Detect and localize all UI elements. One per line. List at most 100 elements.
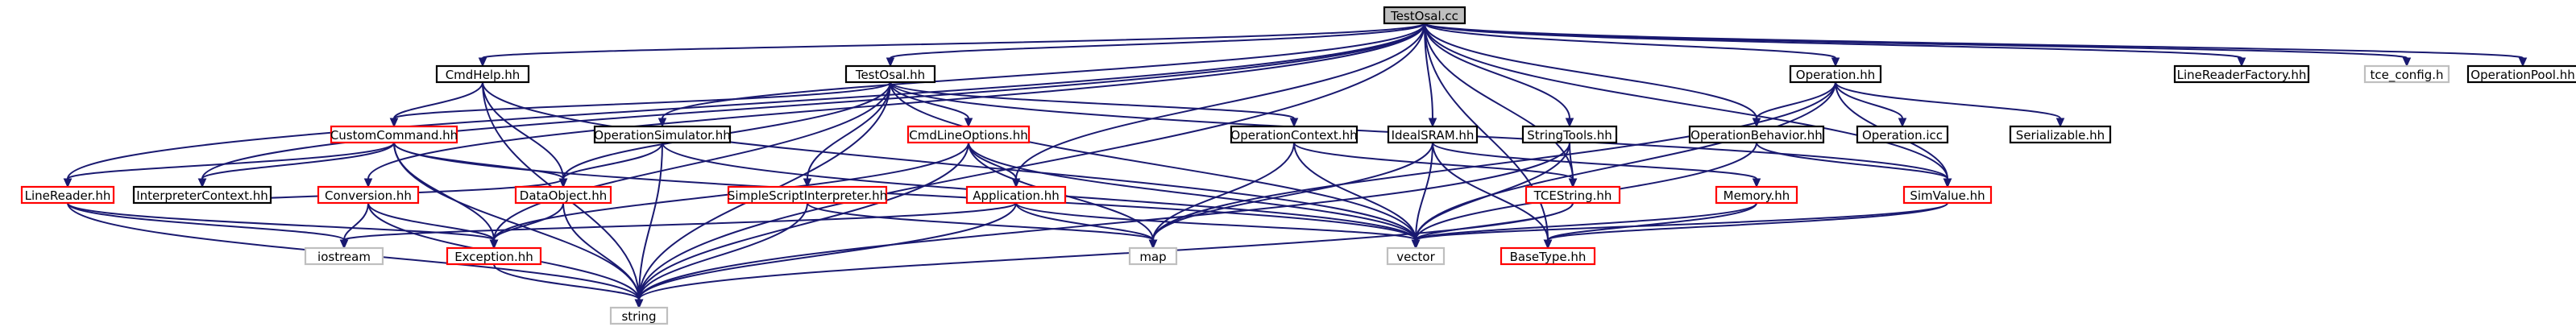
edge-simvalue-hh-to-vector: [1411, 202, 1948, 250]
node-box: [2363, 64, 2450, 84]
node-simvalue-hh[interactable]: SimValue.hh: [1902, 185, 1993, 205]
edge-idealsram-hh-to-memory-hh: [1432, 142, 1761, 188]
edge-testosal-cc-to-operation-hh: [1424, 23, 1840, 68]
node-label: CustomCommand.hh: [330, 128, 458, 143]
edge-testosal-cc-to-application-hh: [1011, 23, 1425, 188]
node-application-hh[interactable]: Application.hh: [965, 185, 1067, 205]
edge-testosal-cc-to-operationpool-hh: [1424, 23, 2528, 68]
node-dataobject-hh[interactable]: DataObject.hh: [514, 185, 612, 205]
node-basetype-hh[interactable]: BaseType.hh: [1500, 246, 1596, 266]
node-box: [1383, 6, 1466, 25]
node-cmdhelp-hh[interactable]: CmdHelp.hh: [435, 64, 530, 84]
node-box: [1386, 246, 1446, 266]
node-label: Serializable.hh: [2016, 128, 2105, 143]
node-box: [2466, 64, 2576, 84]
node-label: OperationContext.hh: [1230, 128, 1357, 143]
edge-memory-hh-to-vector: [1411, 202, 1757, 250]
node-label: Conversion.hh: [325, 188, 412, 203]
node-label: OperationBehavior.hh: [1690, 128, 1823, 143]
node-label: Exception.hh: [454, 250, 533, 264]
node-label: DataObject.hh: [520, 188, 607, 203]
node-box: [1230, 125, 1359, 144]
node-operation-hh[interactable]: Operation.hh: [1789, 64, 1882, 84]
edge-application-hh-to-iostream: [339, 202, 1017, 250]
edge-cmdhelp-hh-to-customcommand-hh: [389, 81, 483, 128]
node-vector: vector: [1386, 246, 1446, 266]
edge-simvalue-hh-to-basetype-hh: [1543, 202, 1948, 250]
node-conversion-hh[interactable]: Conversion.hh: [317, 185, 420, 205]
edge-testosal-cc-to-operationsimulator-hh: [657, 23, 1425, 128]
edge-testosal-hh-to-cmdlineoptions-hh: [890, 81, 973, 128]
node-interpretercontext-hh[interactable]: InterpreterContext.hh: [132, 185, 272, 205]
node-linereader-hh[interactable]: LineReader.hh: [20, 185, 115, 205]
node-label: Memory.hh: [1724, 188, 1790, 203]
node-label: OperationPool.hh: [2470, 68, 2574, 82]
node-label: LineReaderFactory.hh: [2177, 68, 2307, 82]
node-box: [446, 246, 542, 266]
node-box: [844, 64, 936, 84]
edge-operationbehavior-hh-to-simvalue-hh: [1756, 142, 1952, 188]
node-label: Application.hh: [973, 188, 1060, 203]
node-box: [593, 125, 732, 144]
node-box: [2173, 64, 2310, 84]
node-label: Operation.hh: [1796, 68, 1875, 82]
edge-application-hh-to-map: [1015, 202, 1158, 250]
node-label: IdealSRAM.hh: [1392, 128, 1475, 143]
node-box: [330, 125, 458, 144]
node-label: Operation.icc: [1862, 128, 1943, 143]
node-cmdlineoptions-hh[interactable]: CmdLineOptions.hh: [906, 125, 1031, 144]
node-box: [1387, 125, 1479, 144]
node-label: CmdLineOptions.hh: [909, 128, 1028, 143]
edge-testosal-cc-to-cmdhelp-hh: [478, 23, 1425, 68]
node-operationbehavior-hh[interactable]: OperationBehavior.hh: [1688, 125, 1825, 144]
edge-cmdlineoptions-hh-to-application-hh: [968, 142, 1021, 188]
edge-testosal-cc-to-conversion-hh: [363, 23, 1425, 188]
edge-testosal-cc-to-stringtools-hh: [1424, 23, 1574, 128]
node-box: [514, 185, 612, 205]
node-operationcontext-hh[interactable]: OperationContext.hh: [1230, 125, 1359, 144]
edge-testosal-hh-to-simplescriptinterpreter-hh: [803, 81, 891, 188]
node-label: SimpleScriptInterpreter.hh: [728, 188, 887, 203]
node-box: [304, 246, 384, 266]
node-label: LineReader.hh: [25, 188, 111, 203]
node-box: [1128, 246, 1178, 266]
node-simplescriptinterpreter-hh[interactable]: SimpleScriptInterpreter.hh: [728, 185, 887, 205]
node-map: map: [1128, 246, 1178, 266]
node-tcestring-hh[interactable]: TCEString.hh: [1524, 185, 1621, 205]
node-customcommand-hh[interactable]: CustomCommand.hh: [330, 125, 458, 144]
edge-operation-hh-to-serializable-hh: [1835, 81, 2065, 128]
node-idealsram-hh[interactable]: IdealSRAM.hh: [1387, 125, 1479, 144]
node-box: [2009, 125, 2112, 144]
node-exception-hh[interactable]: Exception.hh: [446, 246, 542, 266]
node-operation-icc[interactable]: Operation.icc: [1856, 125, 1949, 144]
edge-operation-hh-to-operation-icc: [1835, 81, 1907, 128]
edge-testosal-cc-to-testosal-hh: [886, 23, 1425, 68]
node-tce-config-h: tce_config.h: [2363, 64, 2450, 84]
node-label: SimValue.hh: [1910, 188, 1985, 203]
node-box: [1715, 185, 1798, 205]
node-stringtools-hh[interactable]: StringTools.hh: [1521, 125, 1618, 144]
node-operationpool-hh[interactable]: OperationPool.hh: [2466, 64, 2576, 84]
node-label: OperationSimulator.hh: [594, 128, 730, 143]
node-linereaderfactory-hh[interactable]: LineReaderFactory.hh: [2173, 64, 2310, 84]
node-testosal-cc[interactable]: TestOsal.cc: [1383, 6, 1466, 25]
node-operationsimulator-hh[interactable]: OperationSimulator.hh: [593, 125, 732, 144]
edge-operation-hh-to-operationbehavior-hh: [1752, 81, 1836, 128]
node-serializable-hh[interactable]: Serializable.hh: [2009, 125, 2112, 144]
edge-customcommand-hh-to-linereader-hh: [63, 142, 395, 188]
node-label: BaseType.hh: [1510, 250, 1587, 264]
node-box: [1521, 125, 1618, 144]
node-memory-hh[interactable]: Memory.hh: [1715, 185, 1798, 205]
edge-customcommand-hh-to-interpretercontext-hh: [197, 142, 395, 188]
edge-dataobject-hh-to-exception-hh: [489, 202, 564, 250]
edge-testosal-hh-to-operationcontext-hh: [890, 81, 1299, 128]
node-testosal-hh[interactable]: TestOsal.hh: [844, 64, 936, 84]
edge-testosal-cc-to-interpretercontext-hh: [197, 23, 1425, 188]
edge-exception-hh-to-string: [493, 263, 644, 309]
node-box: [1902, 185, 1993, 205]
node-iostream: iostream: [304, 246, 384, 266]
node-label: InterpreterContext.hh: [136, 188, 268, 203]
node-box: [317, 185, 420, 205]
node-box: [965, 185, 1067, 205]
